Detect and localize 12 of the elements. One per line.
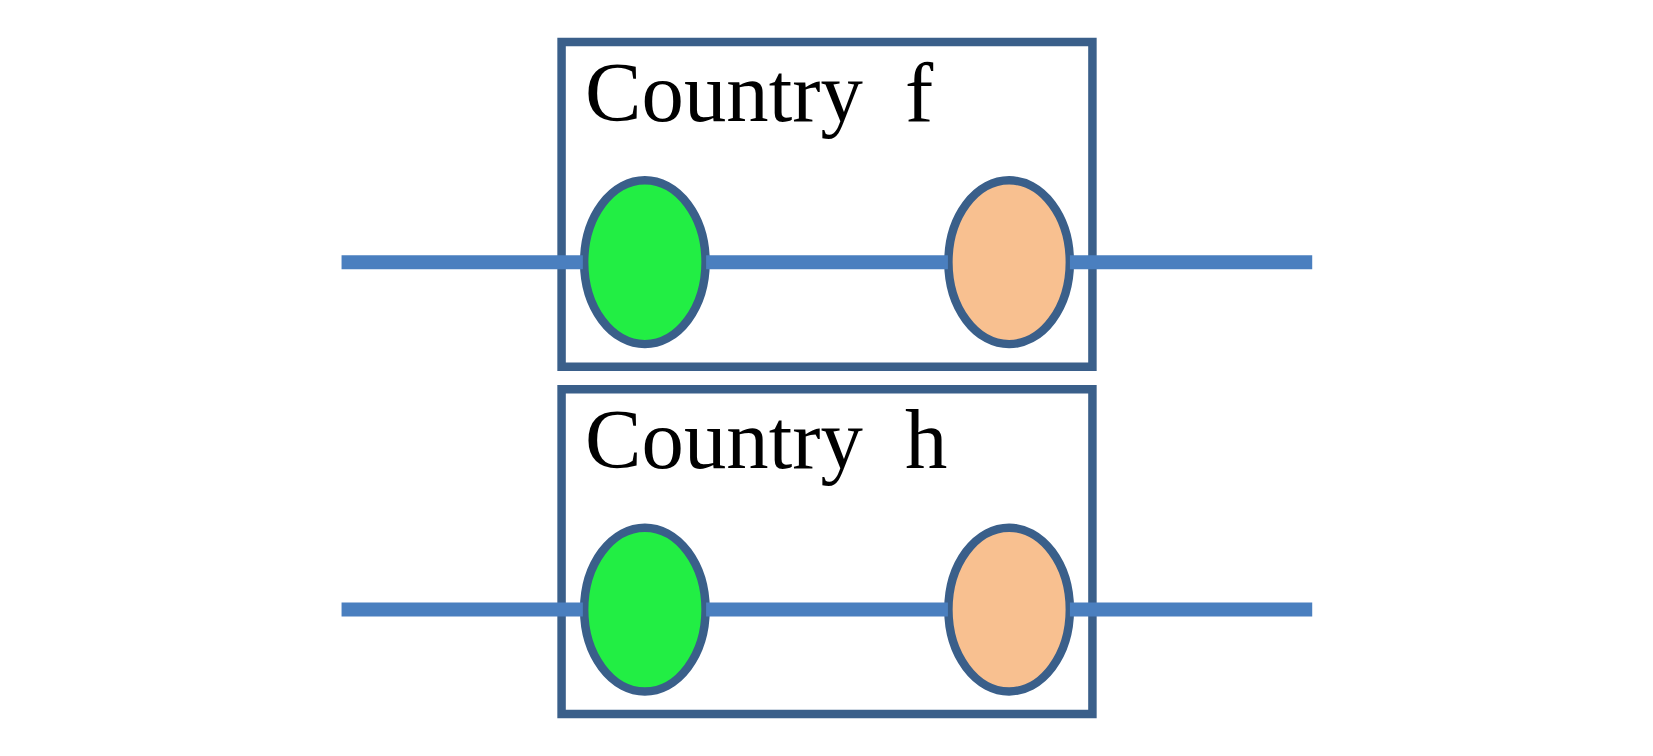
connector bbox=[705, 602, 948, 617]
node-circle bbox=[579, 523, 710, 696]
node-circle bbox=[943, 176, 1074, 349]
node-circle bbox=[579, 176, 710, 349]
cluster: Country f bbox=[556, 37, 1097, 371]
connector bbox=[341, 255, 583, 270]
connector bbox=[341, 602, 583, 617]
node-circle bbox=[943, 523, 1074, 696]
cluster: Country h bbox=[556, 385, 1097, 719]
connector bbox=[705, 255, 948, 270]
connector bbox=[1069, 602, 1312, 617]
connector bbox=[1069, 255, 1312, 270]
